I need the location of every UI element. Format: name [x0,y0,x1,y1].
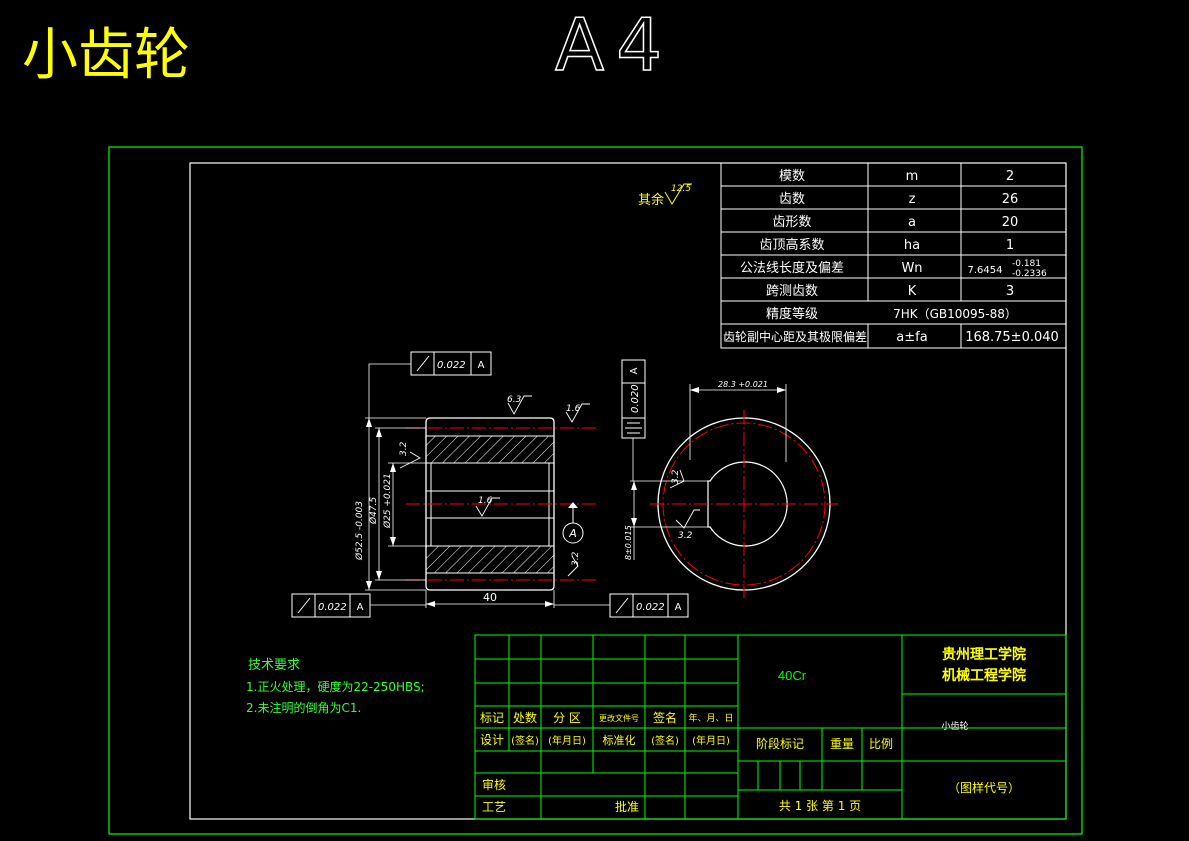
tb-design-cell: (年月日) [692,734,730,747]
tech-requirements: 技术要求 1.正火处理，硬度为22-250HBS; 2.未注明的倒角为C1. [246,658,425,715]
svg-text:A: A [568,527,577,540]
tb-rev-header: 年、月、日 [688,712,733,724]
tb-process: 工艺 [482,800,506,814]
param-symbol: m [906,169,919,184]
tb-design-cell: (签名) [511,734,539,747]
param-value: 2 [1006,169,1014,184]
svg-text:2.未注明的倒角为C1.: 2.未注明的倒角为C1. [246,700,361,715]
outer-frame [108,146,1083,835]
param-symbol: K [908,284,917,299]
tb-stage-header: 重量 [830,737,854,751]
rough-label: 3.2 [399,441,409,456]
svg-text:其余: 其余 [638,192,664,208]
tb-design-cell: 标准化 [603,733,636,747]
param-value: 7.6454 [968,265,1003,276]
tb-stage-header: 比例 [869,737,893,751]
svg-text:1.正火处理，硬度为22-250HBS;: 1.正火处理，硬度为22-250HBS; [246,679,425,694]
rough-label: 6.3 [507,395,522,405]
tb-sheets: 共 1 张 第 1 页 [779,799,861,813]
rough-label: 1.6 [478,496,493,506]
svg-text:A: A [357,602,364,613]
param-name: 公法线长度及偏差 [740,260,844,276]
tb-rev-header: 分 区 [553,711,581,725]
param-name: 跨测齿数 [766,284,818,299]
title-block [474,634,1067,820]
param-merged: 7HK（GB10095-88） [893,307,1017,321]
tb-drawing-code: （图样代号） [948,780,1020,795]
svg-text:A: A [478,360,485,371]
param-symbol: Wn [901,261,922,276]
param-symbol: a [908,215,916,230]
dim-keyway-width: 8±0.015 [624,525,633,560]
tb-school-1: 贵州理工学院 [942,646,1026,663]
rough-label: 3.2 [678,531,693,541]
param-symbol: a±fa [896,330,927,345]
svg-text:A: A [675,602,682,613]
param-value: 20 [1002,215,1019,230]
roughness-rest: 其余 12.5 [638,183,692,208]
svg-text:12.5: 12.5 [671,184,691,194]
fcf-runout-left: 0.022 A [291,593,426,618]
datum-a-marker: A [562,502,584,544]
tb-review: 审核 [482,777,506,792]
tb-rev-header: 处数 [513,710,537,725]
param-symbol: ha [904,238,920,253]
param-value: 3 [1006,284,1014,299]
param-tol-lower: -0.2336 [1012,269,1047,279]
svg-text:0.022: 0.022 [636,602,665,613]
tb-material: 40Cr [778,668,807,683]
tb-design-cell: (签名) [651,734,679,747]
tb-rev-header: 签名 [653,710,677,725]
dim-length: 40 [483,591,497,604]
tb-school-2: 机械工程学院 [942,667,1026,684]
tb-approve: 批准 [615,799,639,814]
dim-pitch-dia: Ø47.5 [368,497,379,525]
svg-text:0.022: 0.022 [318,602,347,613]
dim-keyway-depth: 28.3 +0.021 [718,380,768,389]
tb-stage-header: 阶段标记 [756,736,804,751]
svg-text:0.020: 0.020 [630,384,641,413]
fcf-runout-top: 0.022 A [368,351,492,418]
svg-text:0.022: 0.022 [437,360,466,371]
dim-outer-dia: Ø52.5 -0.003 [354,501,365,561]
section-view: Ø52.5 -0.003 Ø47.5 Ø25 +0.021 40 6.3 1.6… [291,351,689,618]
tb-design-cell: 设计 [480,733,504,747]
param-name: 精度等级 [766,306,818,322]
param-value: 168.75±0.040 [965,330,1059,345]
tb-rev-header: 标记 [480,711,504,725]
rough-label: 3.2 [671,469,681,484]
dim-bore-dia: Ø25 +0.021 [382,473,393,529]
param-name: 齿轮副中心距及其极限偏差 [723,329,867,344]
param-name: 齿形数 [772,215,811,230]
param-symbol: z [909,192,916,207]
side-view: 28.3 +0.021 8±0.015 3.2 3.2 A 0.020 [621,359,838,598]
param-name: 模数 [779,169,805,184]
param-name: 齿数 [779,192,805,207]
param-value: 1 [1006,238,1014,253]
gear-param-table [720,162,1067,349]
rough-label: 1.6 [566,404,581,414]
sheet-size-label: A4 [555,3,674,87]
param-name: 齿顶高系数 [759,237,824,253]
fcf-symmetry: A 0.020 [621,359,646,481]
param-tol-upper: -0.181 [1012,259,1041,269]
tb-design-cell: (年月日) [548,734,586,747]
svg-text:技术要求: 技术要求 [248,658,300,673]
tb-rev-header: 更改文件号 [599,713,639,723]
fcf-runout-right: 0.022 A [554,593,689,618]
rough-label: 3.2 [571,551,581,566]
tb-part-name: 小齿轮 [941,720,968,732]
param-value: 26 [1002,192,1019,207]
drawing-name-title: 小齿轮 [22,23,190,88]
svg-text:A: A [629,367,640,374]
